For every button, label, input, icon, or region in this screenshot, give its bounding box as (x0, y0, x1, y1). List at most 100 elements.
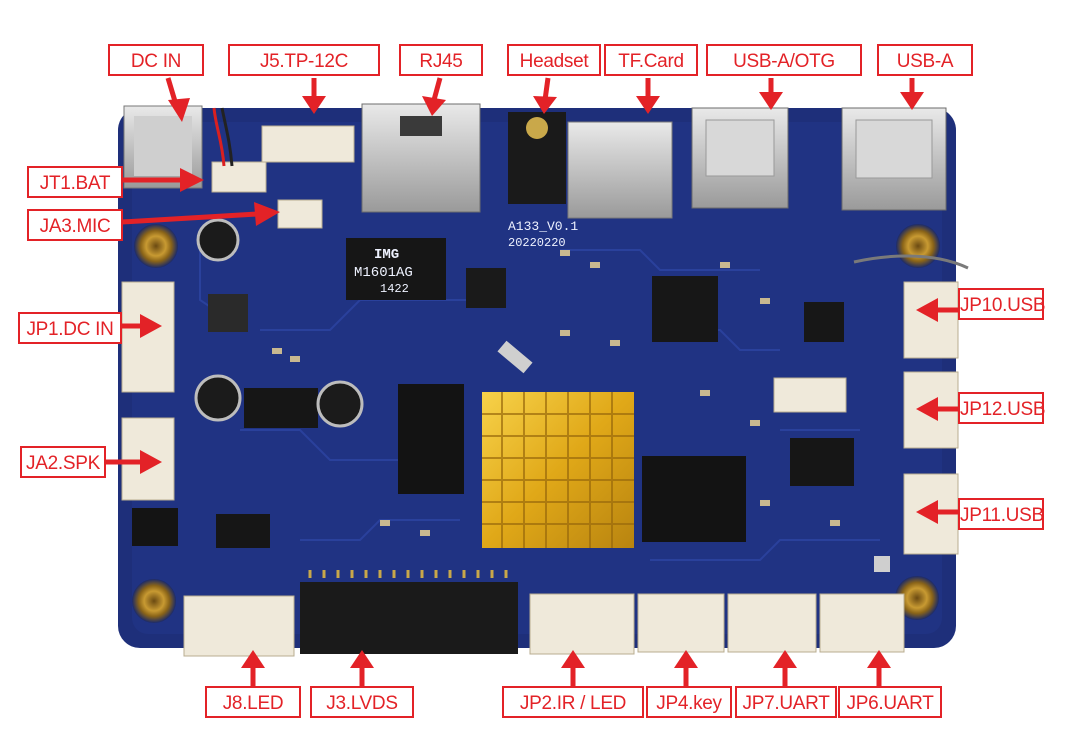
arrow-head (350, 650, 374, 668)
reset-button (874, 556, 890, 572)
label-jp6-uart: JP6.UART (838, 686, 942, 718)
led-connector (183, 595, 295, 657)
arrow-head (773, 650, 797, 668)
arrow-head (180, 168, 204, 192)
bat-wire (212, 107, 226, 167)
soic-chip (244, 388, 318, 428)
dram-chip (398, 384, 464, 494)
inductor (208, 294, 248, 332)
label-jp2-ir-led: JP2.IR / LED (502, 686, 644, 718)
arrow-head (302, 96, 326, 114)
mic-connector (277, 199, 323, 229)
label-ja3-mic: JA3.MIC (27, 209, 123, 241)
usb-a-tongue (855, 119, 933, 179)
antenna-cable (853, 254, 969, 270)
connectors-bottom (183, 570, 905, 657)
arrow-head (759, 92, 783, 110)
smd-parts (272, 250, 840, 536)
arrow-head (140, 450, 162, 474)
lan-transformer (346, 238, 446, 300)
arrow-ja3 (121, 211, 259, 225)
chip-brand: IMG (374, 247, 399, 263)
crystal (497, 340, 533, 374)
tf-card-slot (567, 121, 673, 219)
label-jp11-usb: JP11.USB (958, 498, 1044, 530)
arrow-headset (542, 77, 551, 101)
mount-hole (895, 576, 939, 620)
uart-header (773, 377, 847, 413)
arrow-head (916, 500, 938, 524)
connectors-top (123, 103, 969, 270)
arrow-head (533, 96, 557, 114)
label-j8-led: J8.LED (205, 686, 301, 718)
usb-connector-jp10 (903, 281, 959, 359)
label-j3-lvds: J3.LVDS (310, 686, 414, 718)
arrow-head (561, 650, 585, 668)
mount-hole (134, 224, 178, 268)
chip-qfp (652, 276, 718, 342)
arrow-head (900, 92, 924, 110)
ethernet-phy (466, 268, 506, 308)
board-date: 20220220 (508, 236, 566, 250)
arrow-head (168, 98, 190, 122)
usb-otg-tongue (705, 119, 775, 177)
chip-small (804, 302, 844, 342)
heatsink (482, 392, 634, 548)
soic-chip-low (216, 514, 270, 548)
uart-connector-jp7 (727, 593, 817, 653)
label-j5-tp: J5.TP-12C (228, 44, 380, 76)
label-jp10-usb: JP10.USB (958, 288, 1046, 320)
capacitor (194, 374, 242, 422)
label-dc-in: DC IN (108, 44, 204, 76)
label-usb-a: USB-A (877, 44, 973, 76)
jumper-block (132, 508, 178, 546)
arrow-head (140, 314, 162, 338)
components (194, 218, 890, 572)
connectors-left (121, 281, 178, 546)
arrow-rj45 (431, 77, 443, 101)
chip-part: M1601AG (354, 265, 413, 281)
label-rj45: RJ45 (399, 44, 483, 76)
label-jp4-key: JP4.key (646, 686, 732, 718)
bat-wire-black (220, 107, 234, 167)
key-connector (637, 593, 725, 653)
mount-hole (132, 579, 176, 623)
soic-chip-right (790, 438, 854, 486)
dc-jack-inner (134, 116, 192, 176)
heatsink-fins (482, 392, 634, 548)
label-jp1-dc-in: JP1.DC IN (18, 312, 122, 344)
arrow-head (867, 650, 891, 668)
lvds-pins (308, 570, 508, 578)
arrow-head (916, 397, 938, 421)
uart-connector-jp6 (819, 593, 905, 653)
board-model: A133_V0.1 (508, 219, 578, 234)
dc-in-connector (121, 281, 175, 393)
label-tf-card: TF.Card (604, 44, 698, 76)
lvds-header (300, 582, 518, 654)
ir-led-connector (529, 593, 635, 655)
arrow-head (636, 96, 660, 114)
board-silkscreen: A133_V0.1 20220220 IMG M1601AG 1422 (354, 219, 578, 296)
emmc-chip (642, 456, 746, 542)
tp-connector (261, 125, 355, 163)
chip-code: 1422 (380, 282, 409, 296)
label-headset: Headset (507, 44, 601, 76)
label-jt1-bat: JT1.BAT (27, 166, 123, 198)
bat-connector (211, 161, 267, 193)
callout-arrows (104, 77, 958, 686)
capacitor (316, 380, 364, 428)
mount-hole (896, 224, 940, 268)
arrow-head (674, 650, 698, 668)
label-jp12-usb: JP12.USB (958, 392, 1046, 424)
label-jp7-uart: JP7.UART (735, 686, 837, 718)
arrow-head (241, 650, 265, 668)
label-usb-a-otg: USB-A/OTG (706, 44, 862, 76)
rj45-opening (400, 116, 442, 136)
arrow-head (422, 96, 446, 116)
arrow-head (254, 202, 280, 226)
capacitor (196, 218, 240, 262)
arrow-head (916, 298, 938, 322)
headset-hole (526, 117, 548, 139)
label-ja2-spk: JA2.SPK (20, 446, 106, 478)
